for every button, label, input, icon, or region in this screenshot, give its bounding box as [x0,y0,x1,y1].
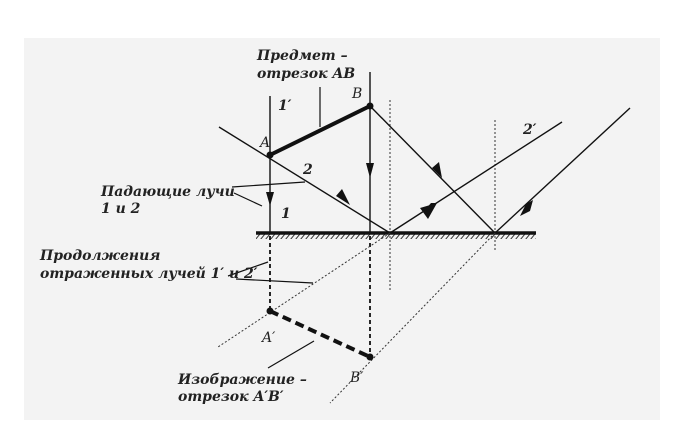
incident-label-line2: 1 и 2 [101,201,141,217]
mirror-hatching [256,234,536,239]
ray-2-arrow [336,189,350,205]
object-label-line2: отрезок AB [257,66,355,82]
pointer-extension-1 [227,261,269,277]
ray-2-prime-label: 2′ [522,122,537,138]
ray-2 [218,126,391,234]
image-segment-a-prime-b-prime [269,309,371,359]
incident-label-line1: Падающие лучи [100,184,235,200]
point-a-prime [266,307,274,315]
point-b-prime-label: B′ [349,370,364,386]
object-segment-ab [269,104,371,157]
pointer-incident-1 [231,181,306,188]
point-a-label: A [258,135,270,151]
ray-1-prime-label: 1′ [278,98,292,114]
point-a-prime-label: A′ [260,330,276,346]
reflected-ray-2-prime [389,121,563,234]
ray-1-arrow [266,192,274,206]
object-label-line1: Предмет – [256,48,348,64]
extension-b-diagonal [329,232,496,404]
reflected-ray-2-arrowhead [420,203,437,219]
ray-2-label: 2 [302,162,313,178]
pointer-image [267,340,315,369]
point-b-label: B [351,86,362,102]
page-background [24,38,660,420]
ray-from-b-vertical-arrow [366,163,374,178]
reflected-ray-from-b [494,107,631,234]
reflected-ray-from-b-arrow [520,200,533,216]
image-label-line2: отрезок A′B′ [178,389,284,405]
point-b [366,102,374,110]
ray-1-label: 1 [281,206,291,222]
point-a [266,151,274,159]
ray-from-b-diagonal-arrow [432,162,442,178]
image-label-line1: Изображение – [177,372,307,388]
extension-label-line1: Продолжения [39,248,160,264]
pointer-incident-2 [233,192,263,207]
ray-from-b-diagonal [369,105,496,234]
pointer-extension-2 [235,278,314,284]
extension-label-line2: отраженных лучей 1′ и 2′ [40,265,258,282]
point-b-prime [366,353,374,361]
